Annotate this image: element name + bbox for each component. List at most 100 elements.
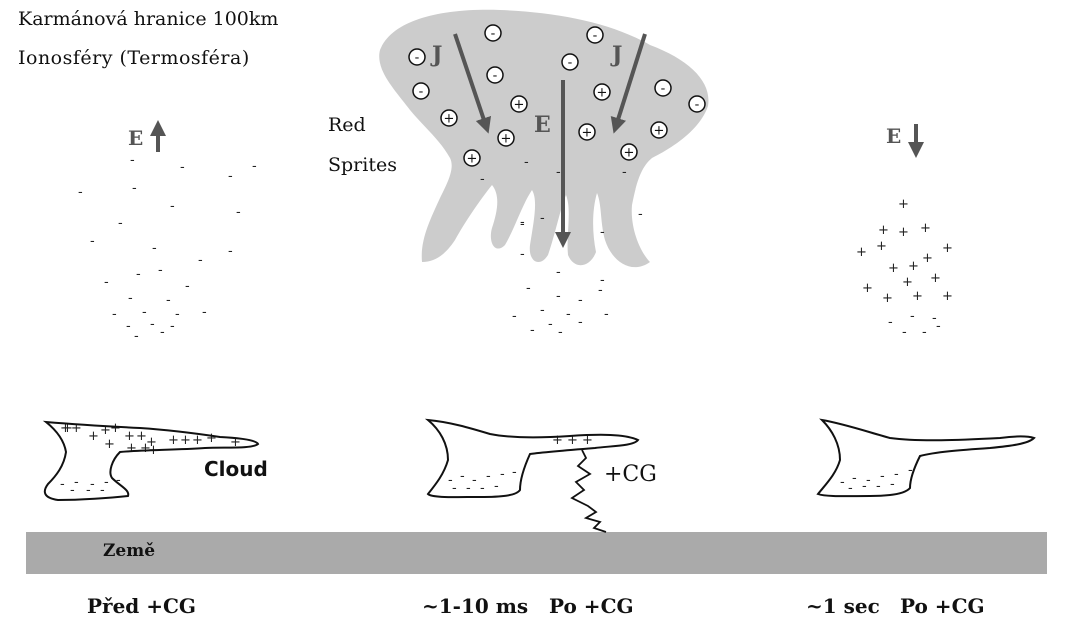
negative-charge: - xyxy=(78,185,83,200)
negative-charge: - xyxy=(556,165,561,180)
negative-charge: - xyxy=(118,216,123,231)
positive-charge: + xyxy=(100,423,111,438)
negative-charge: - xyxy=(486,469,491,484)
svg-text:+: + xyxy=(444,112,455,127)
ground-label: Země xyxy=(103,541,156,561)
negative-charge: - xyxy=(862,479,867,494)
positive-charge: + xyxy=(862,281,873,296)
negative-charge: - xyxy=(852,471,857,486)
negative-charge: - xyxy=(132,181,137,196)
positive-charge: + xyxy=(146,435,157,450)
negative-charge: - xyxy=(890,477,895,492)
positive-charge: + xyxy=(110,421,121,436)
negative-charge: - xyxy=(880,469,885,484)
negative-charge: - xyxy=(524,155,529,170)
negative-charge: - xyxy=(638,207,643,222)
negative-charge: - xyxy=(152,241,157,256)
negative-charge: - xyxy=(556,289,561,304)
lightning-bolt-icon xyxy=(570,449,607,533)
ion-group: --------++++++++ xyxy=(408,24,706,167)
positive-charge: + xyxy=(888,261,899,276)
negative-charge: - xyxy=(90,234,95,249)
negative-charge: - xyxy=(175,307,180,322)
negative-charge: - xyxy=(104,275,109,290)
caption-after-ms: Po +CG xyxy=(549,594,634,618)
current-arrow-left xyxy=(453,33,492,134)
negative-charge: - xyxy=(520,247,525,262)
negative-charge: - xyxy=(540,211,545,226)
negative-charge: - xyxy=(932,311,937,326)
negative-charge: - xyxy=(170,199,175,214)
negative-charge: - xyxy=(600,273,605,288)
negative-charge: - xyxy=(578,293,583,308)
field-label-left: E xyxy=(128,126,143,150)
negative-charge: - xyxy=(100,483,105,498)
negative-charge: - xyxy=(86,483,91,498)
current-label-right: J xyxy=(610,42,622,68)
negative-ion-icon: - xyxy=(484,24,502,42)
negative-charge: - xyxy=(512,309,517,324)
positive-ion-icon: + xyxy=(510,95,528,113)
negative-ion-icon: - xyxy=(688,95,706,113)
svg-text:-: - xyxy=(419,85,424,100)
negative-charge: - xyxy=(526,281,531,296)
positive-charge: + xyxy=(88,429,99,444)
positive-ion-icon: + xyxy=(650,121,668,139)
positive-charge: + xyxy=(898,225,909,240)
negative-charge: - xyxy=(158,263,163,278)
cloud-outline-1 xyxy=(42,420,260,502)
svg-text:+: + xyxy=(654,124,665,139)
caption-before: Před +CG xyxy=(87,594,197,618)
negative-charge: - xyxy=(876,479,881,494)
negative-charge: - xyxy=(60,477,65,492)
negative-charge: - xyxy=(548,317,553,332)
negative-charge: - xyxy=(448,473,453,488)
negative-charge: - xyxy=(604,307,609,322)
caption-after-sec: Po +CG xyxy=(900,594,985,618)
negative-charge: - xyxy=(578,315,583,330)
positive-charge: + xyxy=(876,239,887,254)
caption-time-sec: ~1 sec xyxy=(806,594,880,618)
sprites-label: Sprites xyxy=(328,154,397,176)
negative-ion-icon: - xyxy=(486,66,504,84)
negative-charge: - xyxy=(520,217,525,232)
negative-charge: - xyxy=(185,279,190,294)
ionosphere-label: Ionosféry (Termosféra) xyxy=(18,47,250,69)
negative-charge: - xyxy=(466,481,471,496)
negative-charge: - xyxy=(112,307,117,322)
negative-charge: - xyxy=(130,153,135,168)
svg-text:+: + xyxy=(467,152,478,167)
negative-charge: - xyxy=(252,159,257,174)
negative-charge: - xyxy=(848,481,853,496)
negative-charge: - xyxy=(888,315,893,330)
negative-charge: - xyxy=(600,225,605,240)
negative-charge: - xyxy=(622,165,627,180)
negative-charge: - xyxy=(166,293,171,308)
current-label-left: J xyxy=(430,42,442,68)
negative-ion-icon: - xyxy=(408,48,426,66)
negative-charge: - xyxy=(460,469,465,484)
positive-charge: + xyxy=(206,431,217,446)
positive-ion-icon: + xyxy=(440,109,458,127)
caption-time-ms: ~1-10 ms xyxy=(422,594,529,618)
positive-charge: + xyxy=(878,223,889,238)
positive-charge: + xyxy=(922,251,933,266)
negative-ion-icon: - xyxy=(561,53,579,71)
svg-text:+: + xyxy=(597,86,608,101)
svg-text:+: + xyxy=(501,132,512,147)
negative-ion-icon: - xyxy=(412,82,430,100)
negative-charge: - xyxy=(598,283,603,298)
negative-charge: - xyxy=(170,319,175,334)
positive-charge: + xyxy=(856,245,867,260)
current-arrow-right xyxy=(610,33,647,134)
positive-charge: + xyxy=(230,435,241,450)
positive-charge: + xyxy=(942,289,953,304)
positive-ion-icon: + xyxy=(497,129,515,147)
positive-ion-icon: + xyxy=(463,149,481,167)
field-label-right: E xyxy=(886,124,901,148)
negative-charge: - xyxy=(558,325,563,340)
negative-charge: - xyxy=(236,205,241,220)
red-sprite-shape xyxy=(379,9,709,268)
positive-charge: + xyxy=(104,437,115,452)
